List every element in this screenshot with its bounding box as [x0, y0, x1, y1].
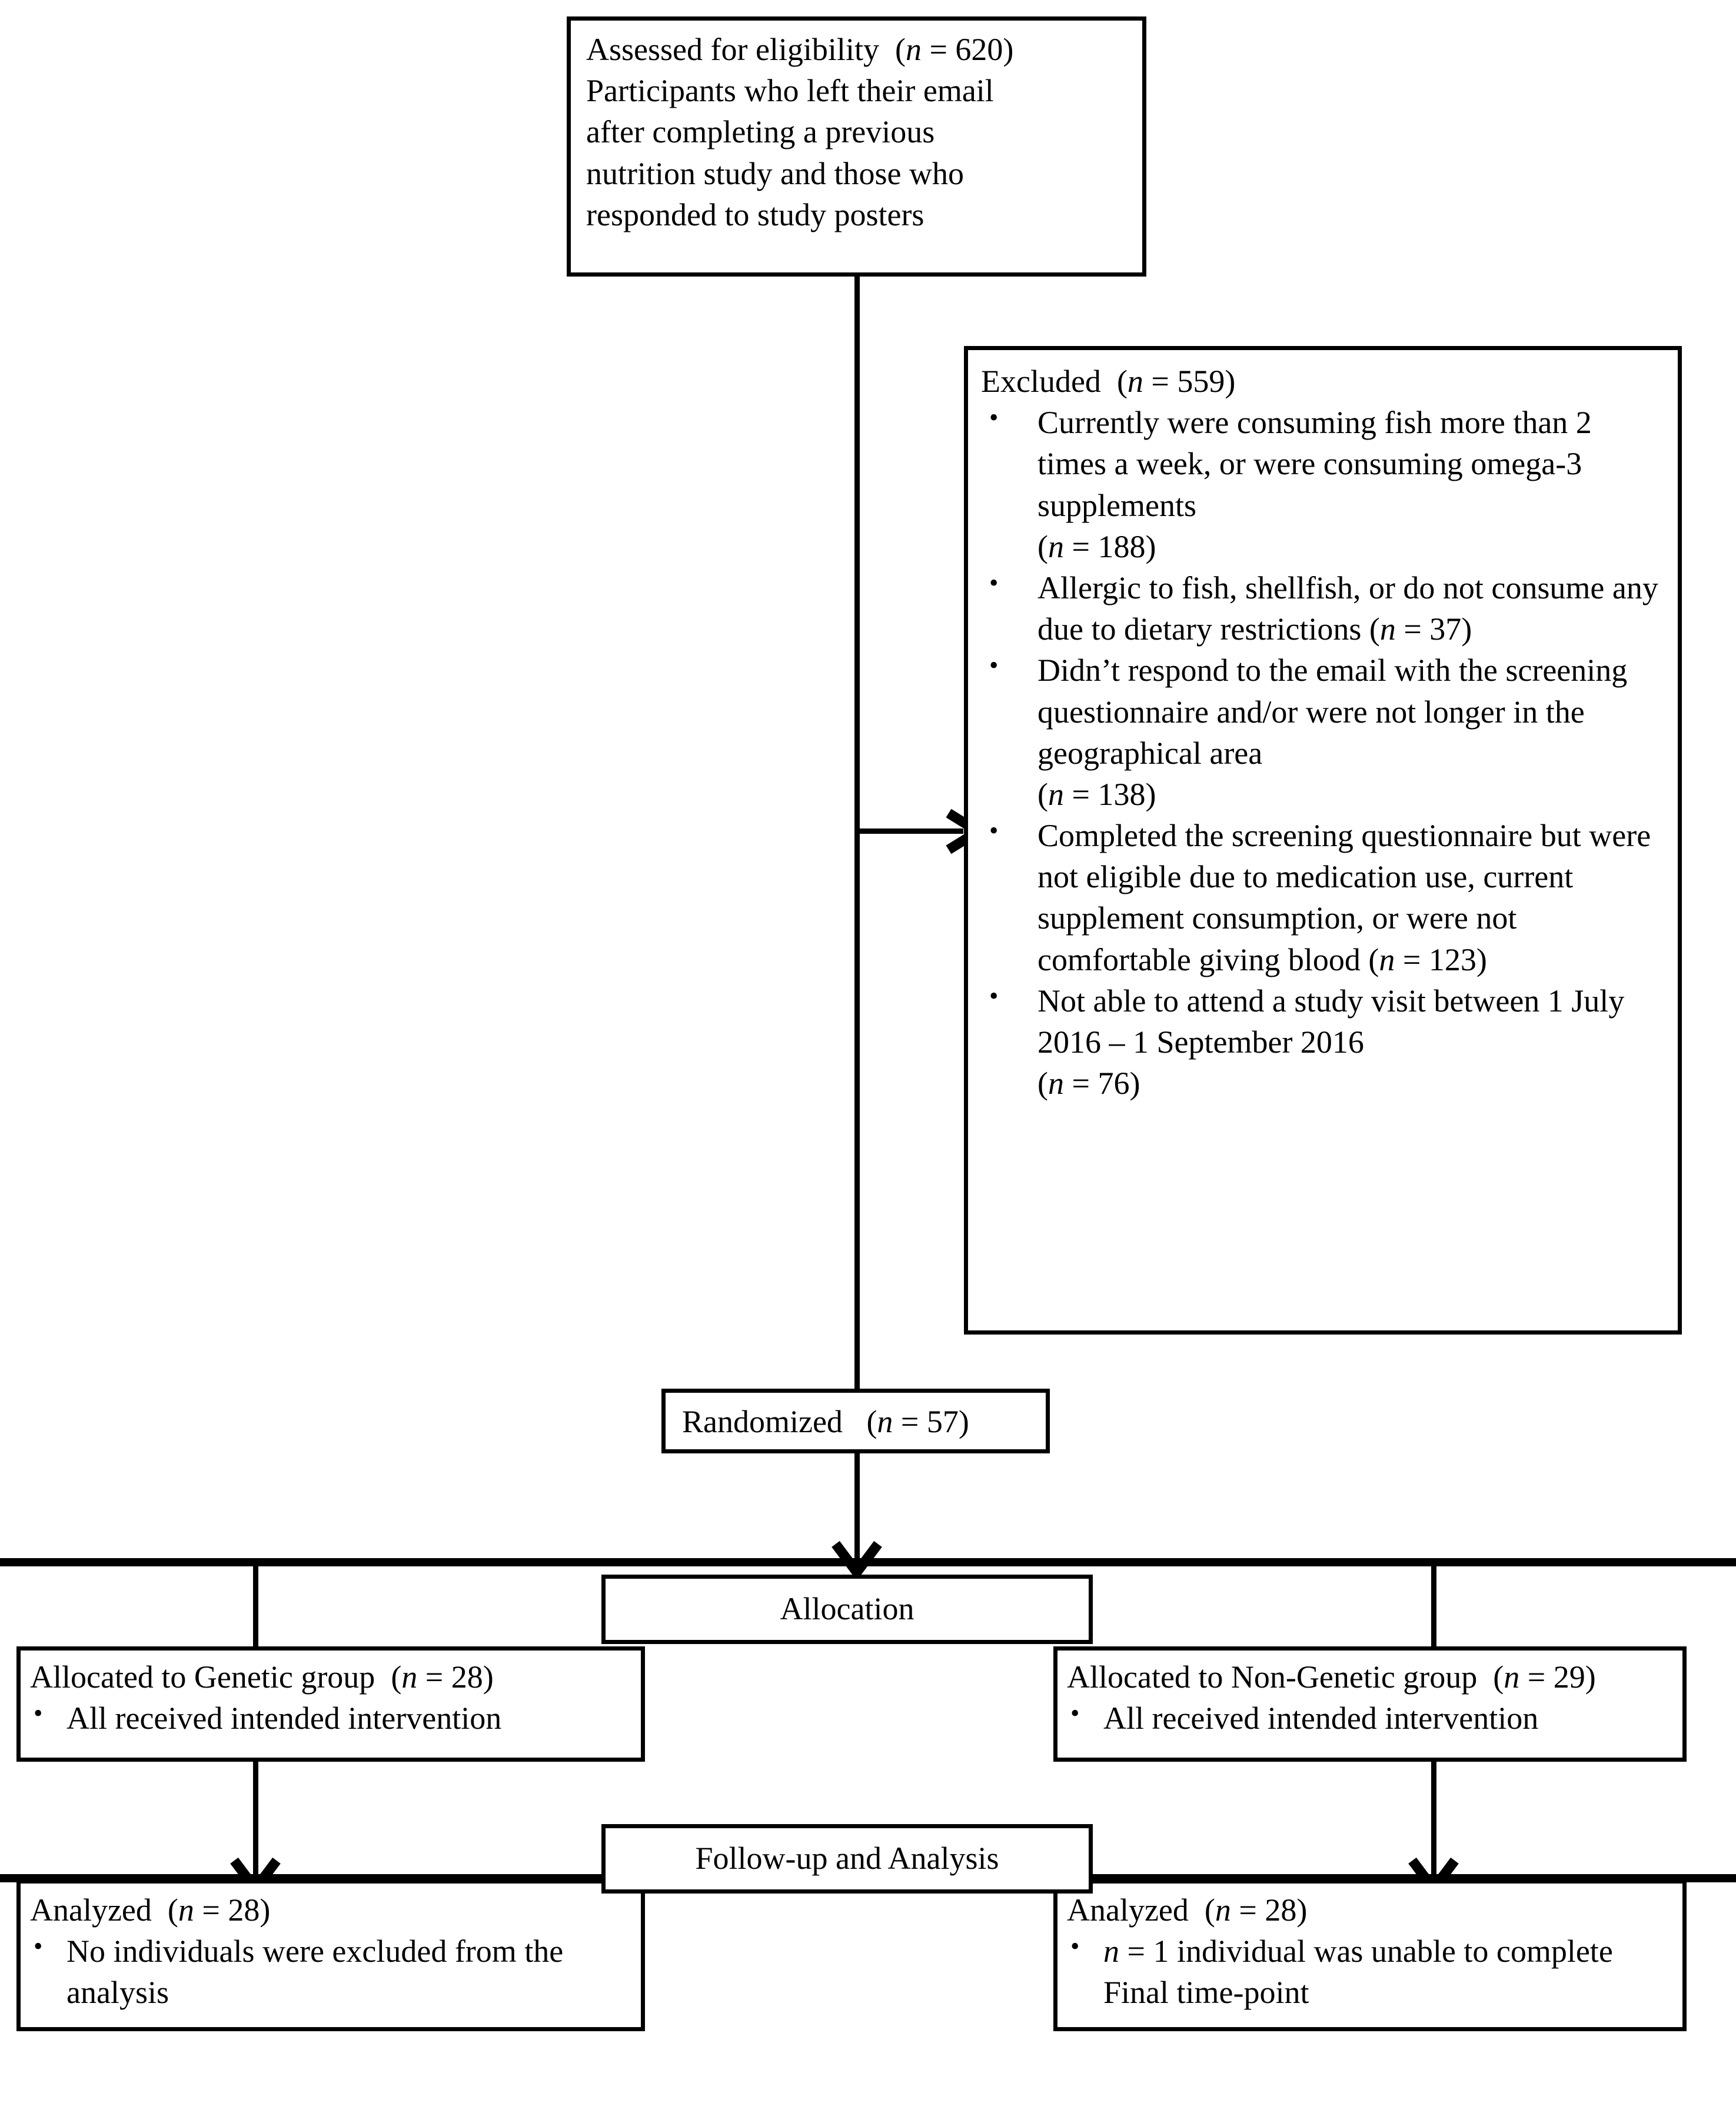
excluded-reason-text-4: Completed the screening questionnaire bu… — [1037, 818, 1651, 977]
analyzed-nongenetic-box: Analyzed (n = 28) n = 1 individual was u… — [1053, 1879, 1687, 2031]
allocated-nongenetic-label: Allocated to Non-Genetic group — [1067, 1659, 1478, 1695]
analyzed-genetic-n: (n = 28) — [159, 1892, 271, 1928]
excluded-reason-n-4: (n = 123) — [1360, 941, 1487, 977]
allocation-drop-left — [253, 1558, 258, 1652]
allocated-nongenetic-box: Allocated to Non-Genetic group (n = 29) … — [1053, 1646, 1687, 1762]
allocation-band-label: Allocation — [601, 1575, 1093, 1644]
allocated-genetic-n: (n = 28) — [383, 1659, 494, 1695]
excluded-reason-n-2: (n = 37) — [1361, 611, 1472, 647]
spine-genetic-to-analyzed — [253, 1762, 258, 1877]
allocation-band-text: Allocation — [780, 1591, 914, 1627]
spine-nongenetic-to-analyzed — [1431, 1762, 1436, 1877]
excluded-reason-text-5: Not able to attend a study visit between… — [1037, 983, 1625, 1060]
followup-band-text: Follow-up and Analysis — [695, 1841, 999, 1876]
excluded-reason-text-1: Currently were consuming fish more than … — [1037, 405, 1592, 523]
excluded-reason-item-3: Didn’t respond to the email with the scr… — [981, 648, 1667, 815]
excluded-reason-item-1: Currently were consuming fish more than … — [981, 401, 1667, 567]
excluded-reason-n-3: (n = 138) — [1037, 776, 1156, 812]
enrollment-title: Assessed for eligibility (n = 620) — [586, 29, 1129, 70]
allocated-nongenetic-bullets: All received intended intervention — [1067, 1696, 1673, 1739]
enrollment-box-content: Assessed for eligibility (n = 620) Parti… — [571, 21, 1142, 244]
enrollment-title-label: Assessed for eligibility — [586, 32, 879, 67]
excluded-box-content: Excluded (n = 559) Currently were consum… — [968, 350, 1678, 1110]
analyzed-genetic-bullet-1: No individuals were excluded from the an… — [30, 1929, 631, 2013]
spine-randomized-to-allocation — [854, 1453, 860, 1560]
excluded-reason-item-2: Allergic to fish, shellfish, or do not c… — [981, 566, 1667, 650]
randomized-title: Randomized (n = 57) — [682, 1401, 1034, 1442]
analyzed-genetic-bullets: No individuals were excluded from the an… — [30, 1929, 631, 2013]
analyzed-genetic-label: Analyzed — [30, 1892, 152, 1928]
allocated-genetic-title: Allocated to Genetic group (n = 28) — [30, 1656, 631, 1698]
allocated-genetic-label: Allocated to Genetic group — [30, 1659, 375, 1695]
analyzed-nongenetic-content: Analyzed (n = 28) n = 1 individual was u… — [1057, 1884, 1682, 2018]
analyzed-genetic-content: Analyzed (n = 28) No individuals were ex… — [21, 1884, 641, 2018]
excluded-reason-n-1: (n = 188) — [1037, 528, 1156, 564]
analyzed-nongenetic-label: Analyzed — [1067, 1892, 1189, 1928]
excluded-reason-text-2: Allergic to fish, shellfish, or do not c… — [1037, 570, 1658, 647]
analyzed-nongenetic-bullet-1: n = 1 individual was unable to complete … — [1067, 1929, 1673, 2013]
enrollment-line-4: responded to study posters — [586, 197, 924, 232]
analyzed-genetic-box: Analyzed (n = 28) No individuals were ex… — [16, 1879, 645, 2031]
randomized-label: Randomized — [682, 1404, 843, 1439]
excluded-reason-text-3: Didn’t respond to the email with the scr… — [1037, 653, 1628, 771]
excluded-reason-list: Currently were consuming fish more than … — [981, 401, 1667, 1104]
analyzed-nongenetic-n: (n = 28) — [1196, 1892, 1308, 1928]
analyzed-nongenetic-title: Analyzed (n = 28) — [1067, 1889, 1673, 1931]
excluded-heading: Excluded (n = 559) — [981, 361, 1667, 402]
excluded-reason-n-5: (n = 76) — [1037, 1066, 1140, 1102]
allocated-genetic-box: Allocated to Genetic group (n = 28) All … — [16, 1646, 645, 1762]
enrollment-box: Assessed for eligibility (n = 620) Parti… — [567, 16, 1146, 277]
allocated-nongenetic-n: (n = 29) — [1485, 1659, 1596, 1695]
excluded-heading-label: Excluded — [981, 364, 1101, 399]
excluded-reason-item-5: Not able to attend a study visit between… — [981, 979, 1667, 1104]
excluded-box: Excluded (n = 559) Currently were consum… — [964, 346, 1682, 1335]
allocated-genetic-bullet-1: All received intended intervention — [30, 1696, 631, 1739]
allocation-drop-right — [1431, 1558, 1436, 1652]
analyzed-nongenetic-bullets: n = 1 individual was unable to complete … — [1067, 1929, 1673, 2013]
allocated-nongenetic-bullet-1: All received intended intervention — [1067, 1696, 1673, 1739]
analyzed-genetic-title: Analyzed (n = 28) — [30, 1889, 631, 1931]
enrollment-title-n: (n = 620) — [887, 32, 1014, 67]
randomized-box: Randomized (n = 57) — [661, 1389, 1050, 1453]
analyzed-nongenetic-bullet-n: n = 1 — [1103, 1934, 1177, 1969]
enrollment-n-value: = 620) — [921, 32, 1014, 67]
randomized-n: (n = 57) — [850, 1404, 969, 1439]
allocated-nongenetic-title: Allocated to Non-Genetic group (n = 29) — [1067, 1656, 1673, 1698]
allocated-genetic-content: Allocated to Genetic group (n = 28) All … — [21, 1651, 641, 1743]
enrollment-line-3: nutrition study and those who — [586, 155, 964, 191]
excluded-heading-n: (n = 559) — [1109, 364, 1236, 399]
analyzed-nongenetic-bullet-text: individual was unable to complete Final … — [1103, 1934, 1613, 2011]
enrollment-line-1: Participants who left their email — [586, 73, 994, 109]
followup-band-label: Follow-up and Analysis — [601, 1824, 1093, 1894]
allocated-genetic-bullets: All received intended intervention — [30, 1696, 631, 1739]
randomized-box-content: Randomized (n = 57) — [666, 1393, 1046, 1448]
connector-to-excluded — [854, 828, 963, 834]
excluded-reason-item-4: Completed the screening questionnaire bu… — [981, 814, 1667, 980]
enrollment-line-2: after completing a previous — [586, 114, 935, 150]
allocated-nongenetic-content: Allocated to Non-Genetic group (n = 29) … — [1057, 1651, 1682, 1743]
